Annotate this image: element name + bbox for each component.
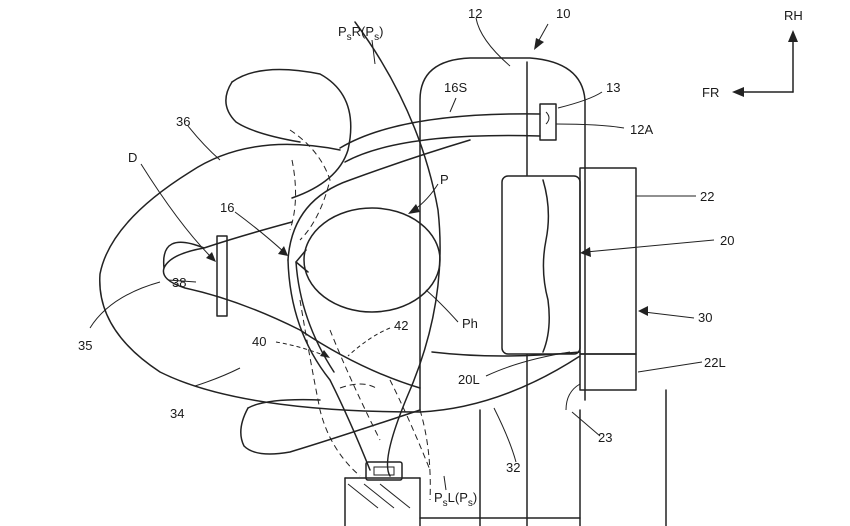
label-psr-mid: R(P (352, 24, 374, 39)
label-psl-sub1: s (443, 498, 448, 509)
label-16: 16 (220, 200, 234, 215)
label-22l: 22L (704, 355, 726, 370)
label-p: P (440, 172, 449, 187)
label-12a: 12A (630, 122, 653, 137)
label-psl-sub2: s (468, 498, 473, 509)
airbag-loops (225, 68, 421, 455)
label-20: 20 (720, 233, 734, 248)
label-12: 12 (468, 6, 482, 21)
seat-12 (419, 57, 586, 526)
occupant-head (295, 207, 441, 313)
label-32: 32 (506, 460, 520, 475)
label-d: D (128, 150, 137, 165)
label-psr-end: ) (379, 24, 383, 39)
label-psl-end: ) (473, 490, 477, 505)
label-36: 36 (176, 114, 190, 129)
buckle (365, 461, 403, 481)
device-d (216, 235, 228, 317)
label-16s: 16S (444, 80, 467, 95)
leader-lines (89, 17, 715, 491)
label-psl-mid: L(P (448, 490, 468, 505)
label-psr: PsR(Ps) (338, 24, 383, 43)
label-30: 30 (698, 310, 712, 325)
label-psr-p: P (338, 24, 347, 39)
anchor-13 (539, 103, 557, 141)
direction-fr-label: FR (702, 85, 719, 100)
label-38: 38 (172, 275, 186, 290)
label-20l: 20L (458, 372, 480, 387)
label-13: 13 (606, 80, 620, 95)
label-42: 42 (394, 318, 408, 333)
direction-indicator: RH FR (702, 8, 803, 100)
label-22: 22 (700, 189, 714, 204)
direction-rh-label: RH (784, 8, 803, 23)
airbag-module (419, 167, 637, 413)
label-psr-sub2: s (374, 32, 379, 43)
belt-16s (339, 113, 541, 163)
label-23: 23 (598, 430, 612, 445)
label-ph: Ph (462, 316, 478, 331)
main-airbag (99, 143, 421, 413)
label-10: 10 (556, 6, 570, 21)
dashed-belt-paths (289, 129, 431, 501)
reference-labels: 10 12 PsR(Ps) 16S 13 12A 36 D 16 P 22 20… (78, 6, 734, 509)
seatbelt-paths (287, 21, 471, 477)
floor-structure (344, 389, 667, 526)
label-40: 40 (252, 334, 266, 349)
label-psr-sub1: s (347, 32, 352, 43)
label-34: 34 (170, 406, 184, 421)
label-psl: PsL(Ps) (434, 490, 477, 509)
label-35: 35 (78, 338, 92, 353)
label-psl-p: P (434, 490, 443, 505)
